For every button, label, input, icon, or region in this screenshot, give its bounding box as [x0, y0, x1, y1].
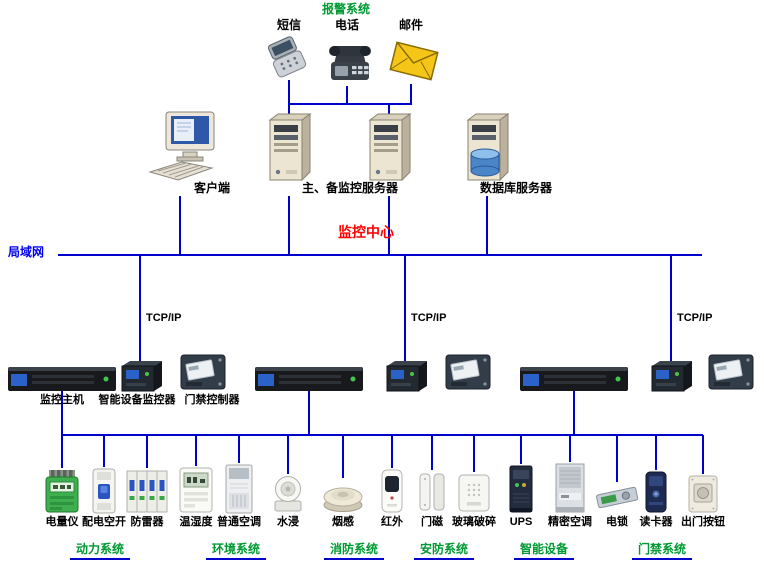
group-label-power: 动力系统 — [70, 542, 130, 560]
device-label: 烟感 — [332, 516, 354, 528]
glass-break-sensor-icon — [455, 472, 493, 514]
monitor-host-label: 监控主机 — [40, 394, 84, 406]
telephone-icon — [326, 38, 374, 84]
envelope-icon — [388, 38, 440, 84]
device-label: 精密空调 — [548, 516, 592, 528]
group-label-security: 安防系统 — [414, 542, 474, 560]
phone-label: 电话 — [334, 18, 359, 32]
device-monitor-label: 智能设备监控器 — [98, 394, 176, 406]
sms-label: 短信 — [276, 18, 301, 32]
tcpip-label-2: TCP/IP — [409, 312, 449, 325]
lan-label: 局域网 — [7, 245, 44, 259]
device-label: 红外 — [381, 516, 403, 528]
tcpip-label-3: TCP/IP — [675, 312, 715, 325]
rack-unit-icon — [255, 366, 363, 392]
ups-icon — [506, 464, 536, 514]
device-label: 读卡器 — [639, 516, 673, 528]
infrared-sensor-icon — [379, 468, 405, 514]
alarm-system-title: 报警系统 — [321, 2, 370, 16]
standard-ac-icon — [222, 463, 256, 515]
database-server-label: 数据库服务器 — [479, 181, 552, 195]
electric-lock-icon — [595, 482, 639, 512]
access-controller-icon — [178, 352, 228, 392]
device-label: 玻璃破碎 — [452, 516, 496, 528]
device-label: 防雷器 — [130, 516, 164, 528]
group-label-access: 门禁系统 — [632, 542, 692, 560]
rack-unit-icon — [8, 366, 116, 392]
surge-protector-icon — [125, 468, 169, 514]
power-meter-icon — [44, 468, 80, 514]
database-server-icon — [464, 112, 510, 182]
device-monitor-module-icon — [383, 358, 429, 392]
device-monitor-module-icon — [648, 358, 694, 392]
tcpip-label-1: TCP/IP — [144, 312, 184, 325]
rack-unit-icon — [520, 366, 628, 392]
device-label: 电锁 — [606, 516, 628, 528]
exit-button-icon — [686, 474, 720, 514]
device-monitor-module-icon — [118, 358, 164, 392]
card-reader-icon — [643, 470, 669, 514]
device-label: 电量仪 — [45, 516, 79, 528]
monitoring-center-label: 监控中心 — [338, 224, 394, 240]
client-label: 客户端 — [193, 181, 230, 195]
email-label: 邮件 — [398, 18, 423, 32]
primary-server-icon — [266, 112, 312, 182]
temp-humidity-sensor-icon — [177, 466, 215, 514]
client-computer-icon — [146, 110, 224, 186]
water-leak-sensor-icon — [270, 474, 306, 514]
device-label: 配电空开 — [82, 516, 126, 528]
device-label: UPS — [509, 516, 533, 528]
circuit-breaker-icon — [87, 467, 121, 515]
access-controller-icon — [443, 352, 493, 392]
backup-server-icon — [366, 112, 412, 182]
group-label-environment: 环境系统 — [206, 542, 266, 560]
access-controller-icon — [706, 352, 756, 392]
group-label-smart: 智能设备 — [514, 542, 574, 560]
device-label: 出门按钮 — [681, 516, 725, 528]
device-label: 温湿度 — [179, 516, 213, 528]
device-label: 门磁 — [421, 516, 443, 528]
device-label: 水浸 — [277, 516, 299, 528]
access-controller-label: 门禁控制器 — [184, 394, 240, 406]
door-magnet-icon — [417, 470, 447, 514]
monitor-servers-label: 主、备监控服务器 — [301, 181, 398, 195]
smoke-detector-icon — [321, 478, 365, 514]
device-label: 普通空调 — [217, 516, 261, 528]
precision-ac-icon — [552, 462, 588, 514]
group-label-fire: 消防系统 — [324, 542, 384, 560]
mobile-phone-icon — [262, 34, 314, 82]
